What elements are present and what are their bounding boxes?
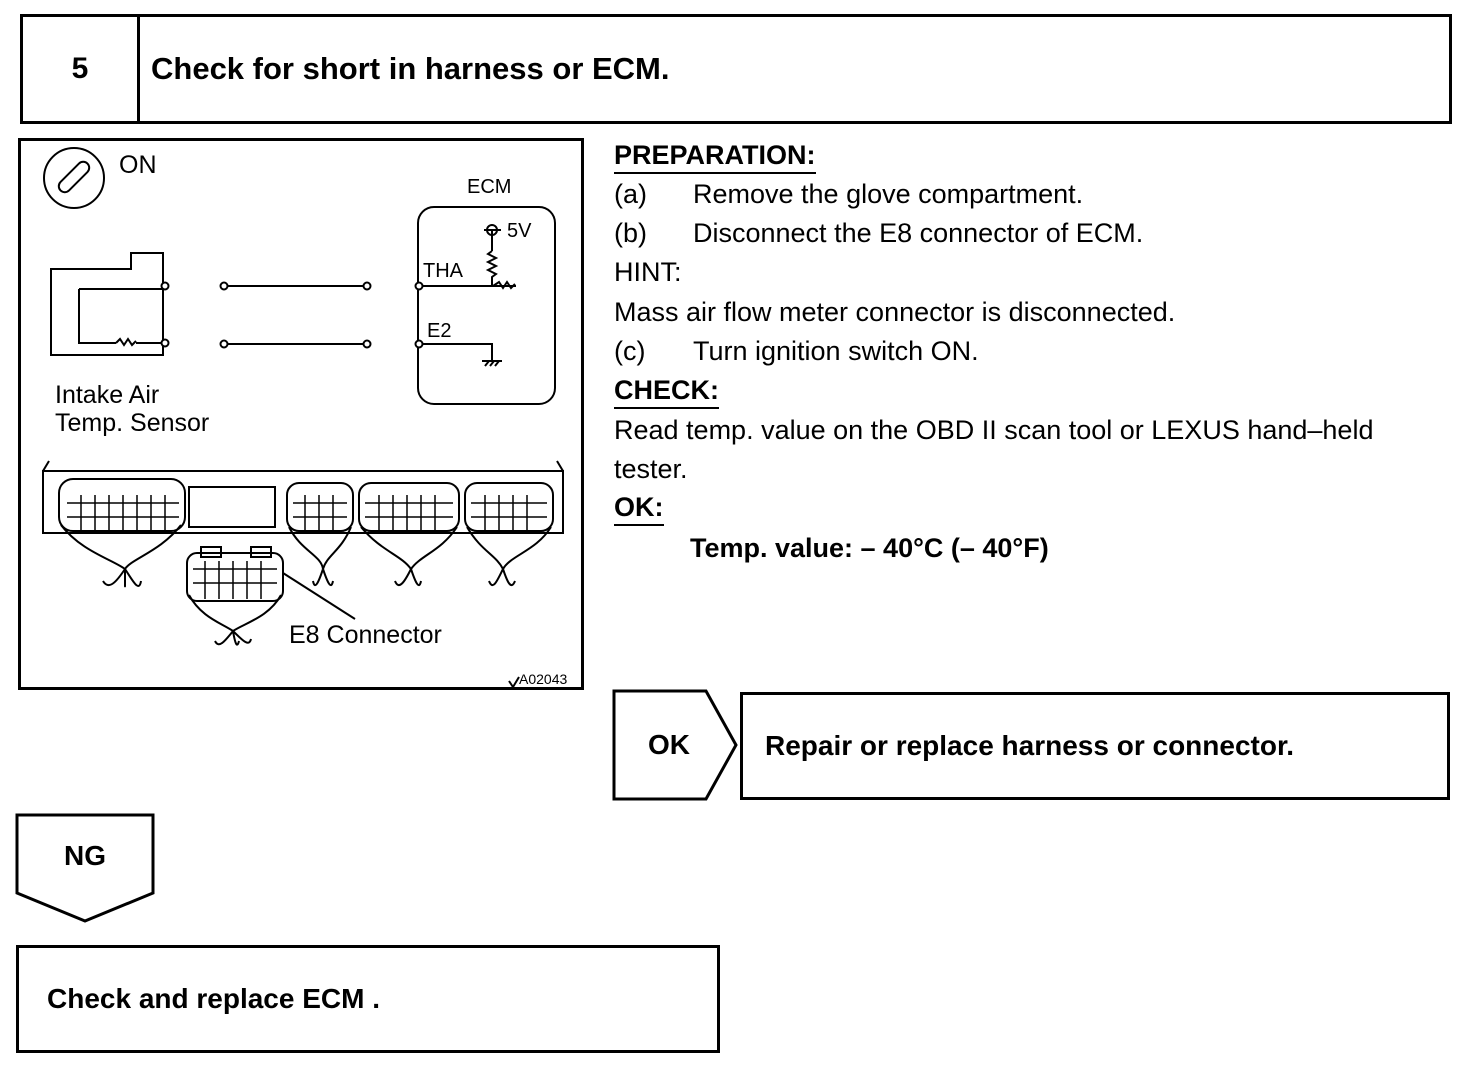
e2-terminal-label: E2 [427,320,452,342]
sensor-label-line2: Temp. Sensor [55,409,210,437]
ok-result-box: Repair or replace harness or connector. [740,692,1450,800]
ok-heading: OK: [614,492,664,526]
ng-branch-label: NG [64,840,106,871]
check-text-line2: tester. [614,454,688,484]
prep-step-c: (c) Turn ignition switch ON. [614,336,979,366]
voltage-label: 5V [507,220,532,242]
ok-arrow-tag [612,689,738,801]
ecm-housing [42,470,564,534]
prep-step-b-text: Disconnect the E8 connector of ECM. [693,218,1144,248]
ok-spec-value: Temp. value: – 40°C (– 40°F) [690,533,1049,563]
prep-step-c-text: Turn ignition switch ON. [693,336,979,366]
step-number: 5 [23,17,140,121]
wiring-diagram [42,147,564,687]
ng-result-text: Check and replace ECM . [47,983,381,1014]
preparation-heading: PREPARATION: [614,140,816,174]
wiring-figure: ON ECM 5V THA E2 Intake Air Temp. Sensor… [18,138,584,690]
ignition-key-icon [43,147,105,209]
prep-step-a-text: Remove the glove compartment. [693,179,1084,209]
hint-text: Mass air flow meter connector is disconn… [614,297,1176,327]
prep-step-a: (a) Remove the glove compartment. [614,179,1083,209]
prep-step-a-marker: (a) [614,179,647,209]
sensor-label-line1: Intake Air [55,381,160,409]
ng-result-box: Check and replace ECM . [16,945,720,1053]
tha-terminal-label: THA [423,260,463,282]
figure-code: A02043 [519,671,568,687]
step-title: Check for short in harness or ECM. [151,51,670,86]
step-header: 5 Check for short in harness or ECM. [20,14,1452,124]
ok-result-text: Repair or replace harness or connector. [765,730,1295,761]
ok-branch-label: OK [648,729,690,760]
ecm-label: ECM [467,176,512,198]
prep-step-c-marker: (c) [614,336,646,366]
e8-connector [186,552,284,602]
ecm-box [417,206,556,405]
prep-step-b: (b) Disconnect the E8 connector of ECM. [614,218,1143,248]
ng-arrow-tag [15,813,155,923]
ignition-on-label: ON [119,151,157,179]
hint-heading: HINT: [614,257,682,287]
prep-step-b-marker: (b) [614,218,647,248]
sensor-body [50,252,164,356]
e8-connector-label: E8 Connector [289,621,442,649]
check-heading: CHECK: [614,375,719,409]
check-text-line1: Read temp. value on the OBD II scan tool… [614,415,1374,445]
